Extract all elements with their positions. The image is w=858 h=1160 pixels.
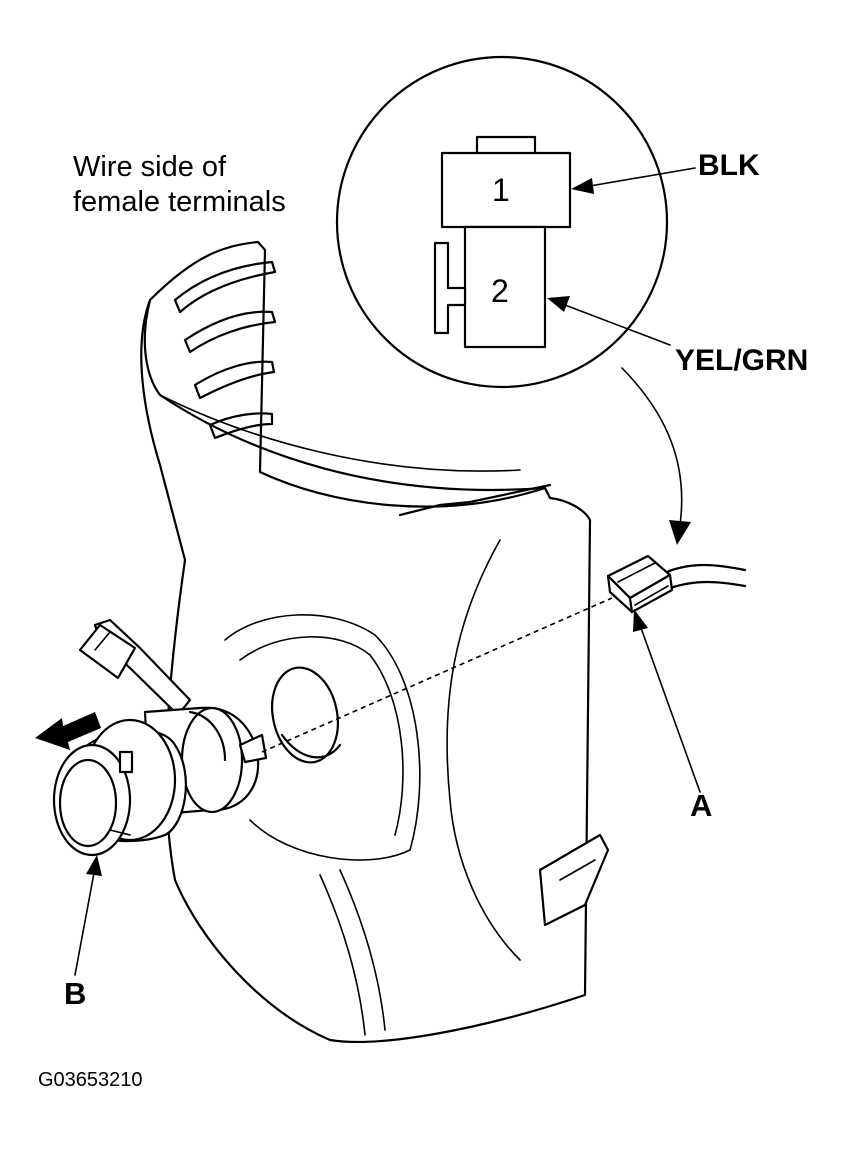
note-line-1: Wire side of: [73, 151, 227, 183]
connector-a: [606, 554, 747, 614]
alignment-line: [261, 597, 613, 753]
figure-code: G03653210: [38, 1069, 143, 1091]
leaders: [74, 167, 701, 976]
wire-color-blk: BLK: [698, 149, 760, 182]
pin-2-label: 2: [491, 273, 509, 309]
pin-1-label: 1: [492, 172, 510, 208]
console-panel: [140, 240, 610, 1043]
left-arrow-icon: [35, 712, 101, 750]
callout-a: A: [690, 788, 712, 823]
wire-color-yel-grn: YEL/GRN: [675, 344, 808, 377]
note-line-2: female terminals: [73, 186, 286, 218]
lighter-socket: [52, 618, 268, 857]
view-arrow: [621, 367, 683, 526]
callout-b: B: [64, 976, 86, 1011]
connector-detail-view: [335, 55, 669, 389]
